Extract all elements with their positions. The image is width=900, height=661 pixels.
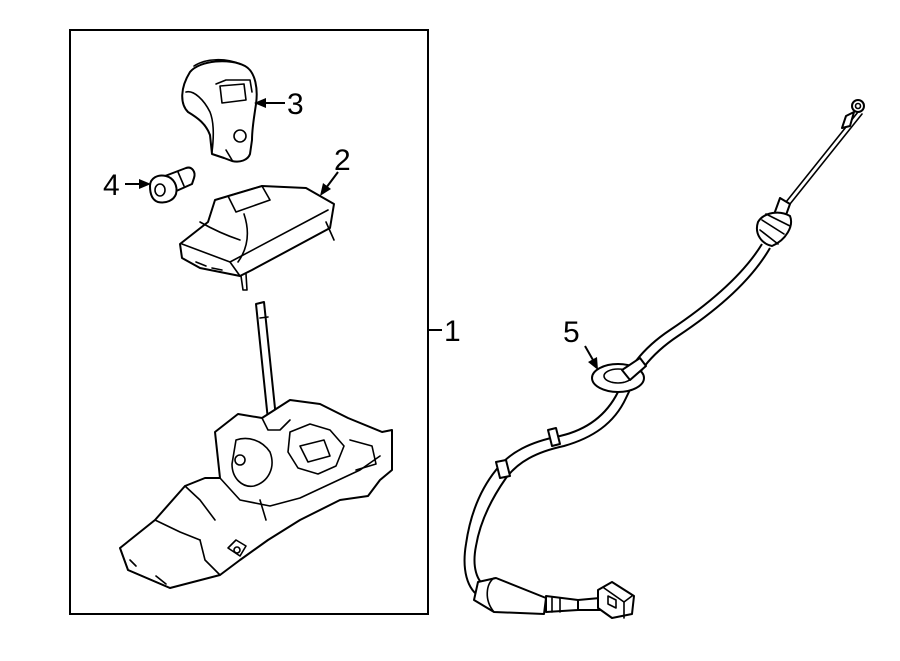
callout-1: 1 bbox=[444, 315, 461, 348]
arrowhead-3 bbox=[254, 98, 266, 108]
assembly-frame bbox=[69, 29, 429, 615]
shifter-bezel bbox=[179, 185, 335, 291]
bolt bbox=[149, 166, 196, 204]
shift-cable bbox=[463, 99, 865, 619]
leader-line-2 bbox=[325, 171, 339, 189]
leader-line-5 bbox=[584, 345, 594, 361]
callout-5: 5 bbox=[563, 316, 580, 349]
arrowhead-2 bbox=[320, 183, 331, 196]
arrowhead-5 bbox=[588, 357, 598, 370]
callout-2: 2 bbox=[334, 144, 351, 177]
arrowhead-4 bbox=[139, 179, 151, 189]
shift-knob bbox=[181, 58, 258, 163]
callout-4: 4 bbox=[103, 169, 120, 202]
callout-3: 3 bbox=[287, 88, 304, 121]
shifter-assembly bbox=[119, 301, 393, 589]
